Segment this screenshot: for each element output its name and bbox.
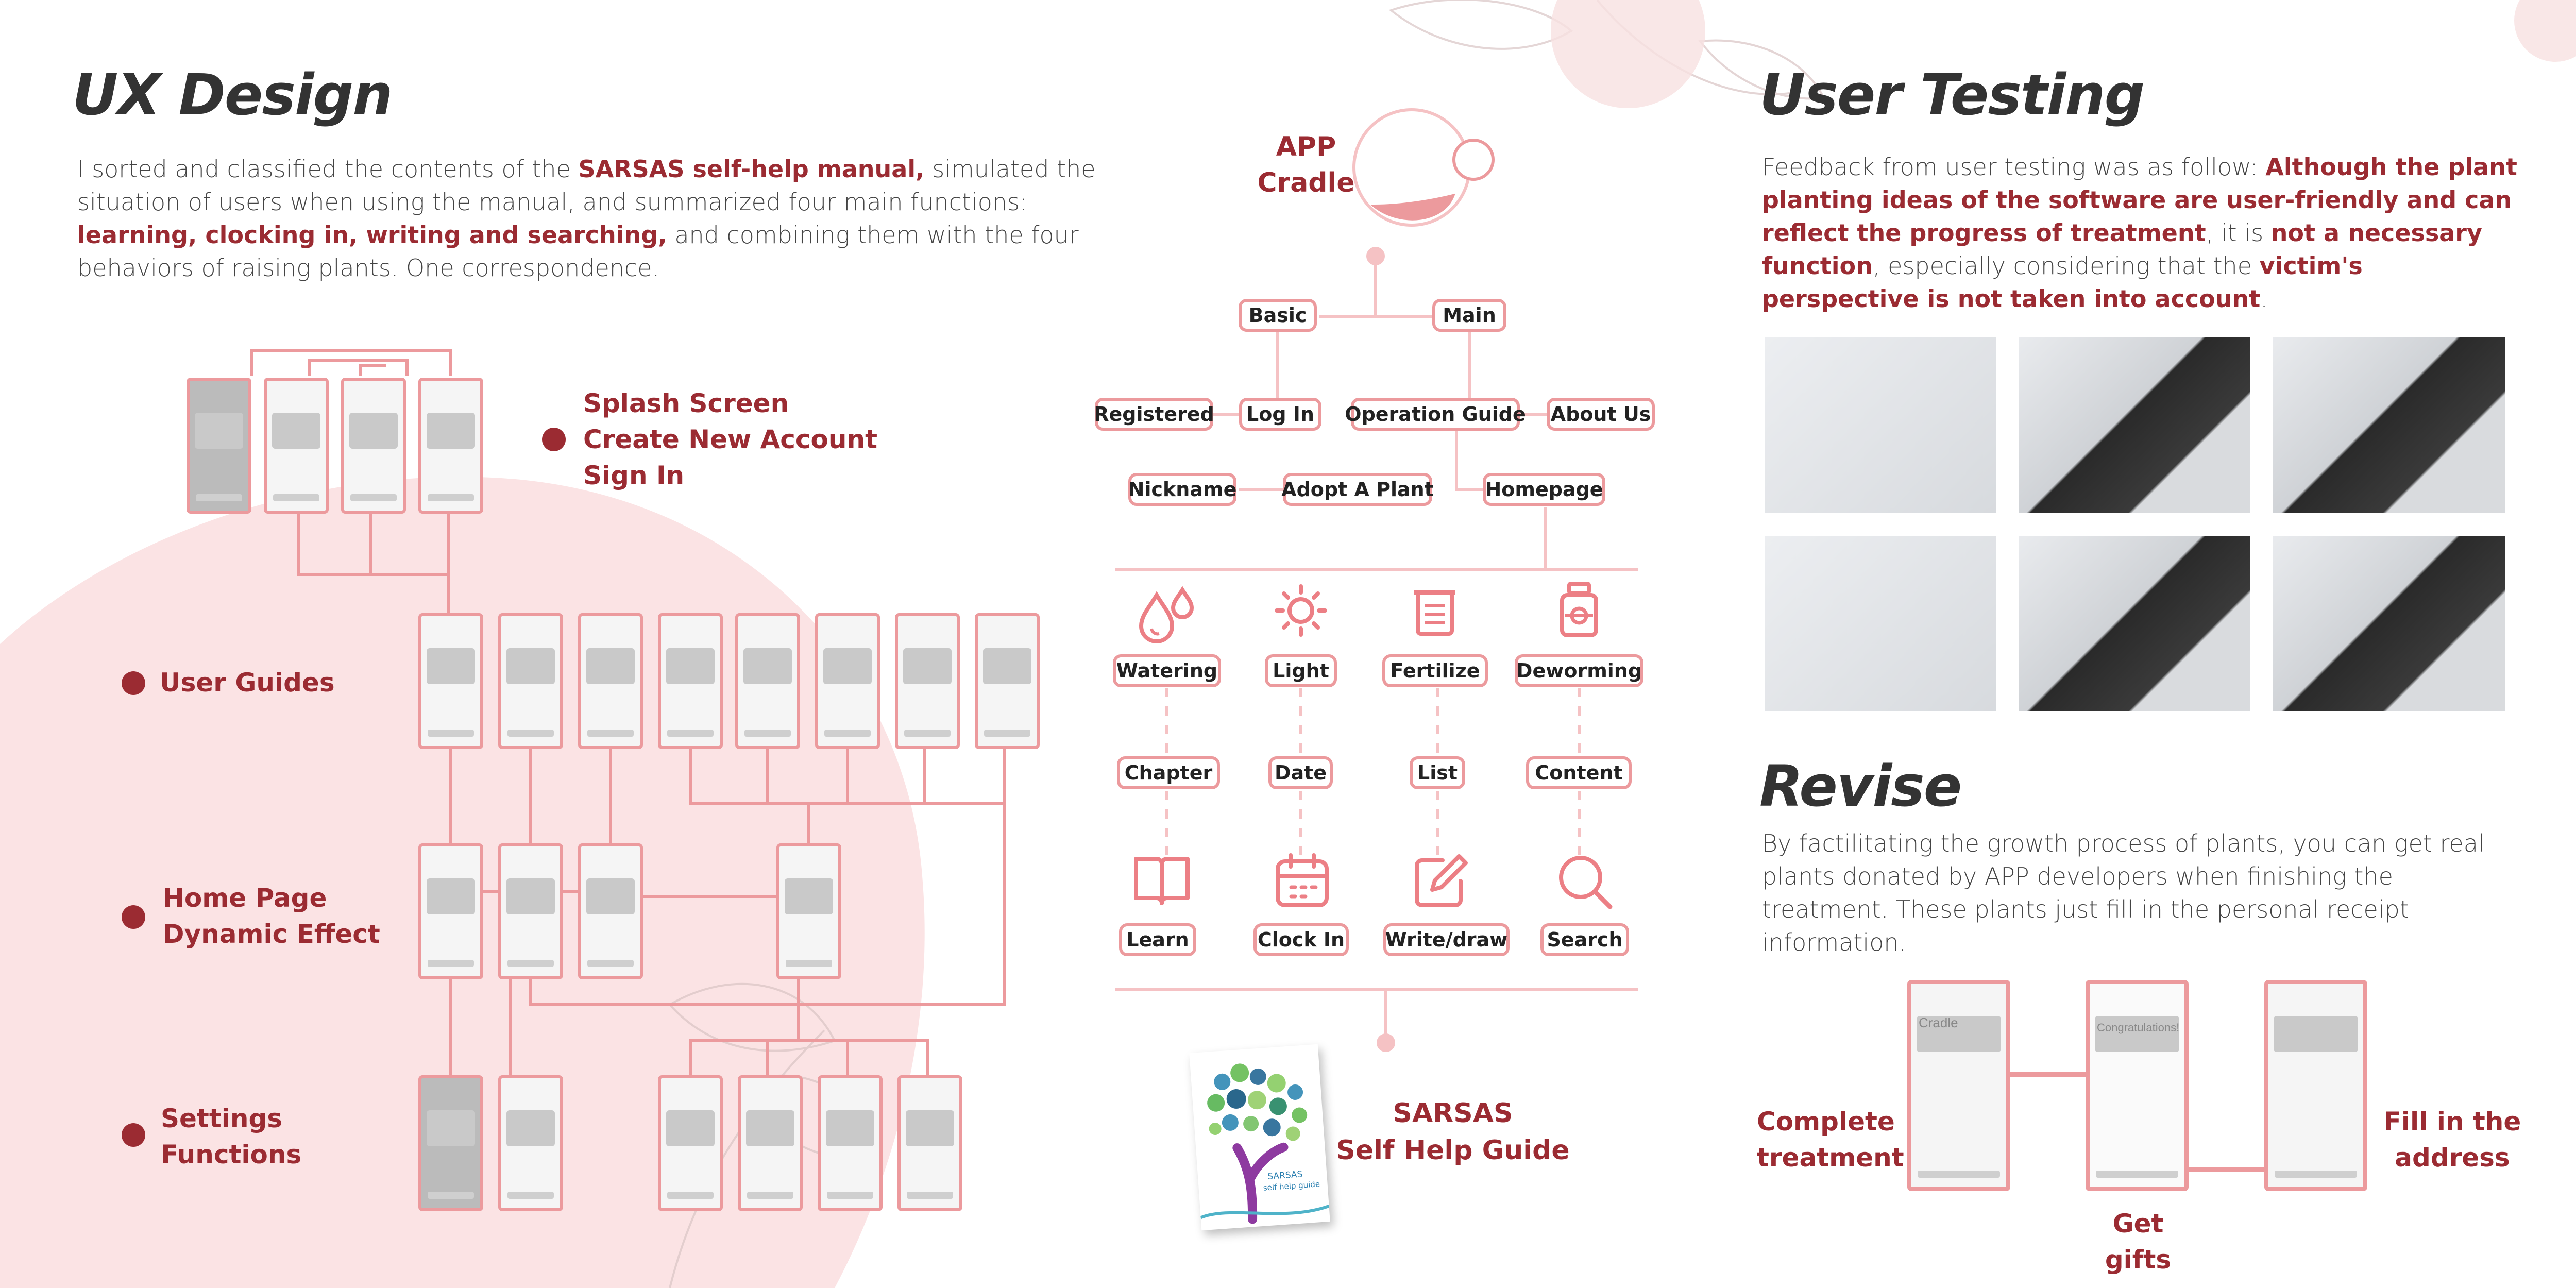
wireframe-guide-screen [735, 613, 800, 749]
node-content-type: Date [1268, 756, 1333, 789]
node-function: Clock In [1253, 923, 1349, 956]
revise-screen-congratulations: Congratulations! [2086, 980, 2189, 1191]
node-nickname: Nickname [1128, 473, 1236, 506]
self-help-guide-label: SARSAS Self Help Guide [1336, 1098, 1570, 1166]
testing-photo [1765, 536, 1996, 711]
self-help-guide-cover: SARSAS self help guide [1189, 1044, 1330, 1231]
body-text: I sorted and classified the contents of … [77, 155, 579, 183]
user-testing-feedback: Feedback from user testing was as follow… [1762, 150, 2519, 315]
label-fill-address: Fill in the address [2383, 1107, 2521, 1173]
sun-icon [1275, 584, 1327, 637]
highlight-text: SARSAS self-help manual, [578, 155, 925, 183]
ux-design-title: UX Design [72, 62, 393, 128]
water-drops-icon [1139, 586, 1194, 643]
wireframe-settings-screen [418, 1075, 483, 1211]
calendar-icon [1276, 853, 1329, 907]
wireframe-home-screen [418, 843, 483, 979]
wireframe-settings-screen [818, 1075, 883, 1211]
wireframe-guide-screen [658, 613, 723, 749]
node-registered: Registered [1094, 398, 1214, 431]
body-text: and combining them with the four behavio… [77, 221, 1079, 282]
body-text: simulated the situation of users when us… [77, 155, 1096, 216]
wireframe-screen [418, 378, 483, 514]
fertilizer-icon [1414, 590, 1455, 636]
testing-photo [1765, 337, 1996, 513]
node-function: Search [1540, 923, 1629, 956]
edit-icon [1415, 854, 1468, 907]
node-operation-guide: Operation Guide [1345, 398, 1526, 431]
wireframe-guide-screen [895, 613, 960, 749]
label-get-gifts: Get gifts [2105, 1209, 2172, 1275]
wireframe-home-screen [498, 843, 563, 979]
wireframe-home-screen [578, 843, 643, 979]
body-text: , it is [2206, 219, 2271, 247]
testing-photo [2273, 536, 2505, 711]
revise-screen-title: Cradle [1919, 1015, 1958, 1030]
app-label: APP Cradle [1257, 131, 1355, 198]
wireframe-screen [341, 378, 406, 514]
revise-text: By factilitating the growth process of p… [1762, 829, 2485, 956]
wireframe-settings-screen [658, 1075, 723, 1211]
flow-bullet [122, 1123, 145, 1147]
node-content-type: Chapter [1117, 756, 1220, 789]
book-icon [1134, 857, 1190, 905]
testing-photo [2019, 536, 2250, 711]
wireframe-settings-screen [897, 1075, 962, 1211]
label-complete-treatment: Complete treatment [1757, 1107, 1904, 1173]
tree-illustration: SARSAS self help guide [1200, 1063, 1330, 1224]
guide-cover-title: SARSAS [1267, 1169, 1303, 1182]
highlight-text: victim's perspective is not taken into a… [1762, 252, 2363, 313]
node-care-action: Fertilize [1382, 654, 1488, 687]
flow-bullet [122, 905, 145, 929]
revise-screen-title: Congratulations! [2097, 1021, 2180, 1034]
wireframe-guide-screen [498, 613, 563, 749]
search-icon [1559, 856, 1613, 909]
testing-photo [2019, 337, 2250, 513]
flow-bullet [542, 428, 566, 451]
node-care-action: Watering [1113, 654, 1221, 687]
node-homepage: Homepage [1483, 473, 1605, 506]
revise-screen-cradle: Cradle [1907, 980, 2010, 1191]
node-about-us: About Us [1547, 398, 1655, 431]
highlight-text: Although the plant planting ideas of the… [1762, 153, 2517, 247]
user-testing-title: User Testing [1759, 62, 2145, 128]
body-text: , especially considering that the [1872, 252, 2260, 280]
node-care-action: Light [1265, 654, 1337, 687]
wireframe-settings-screen [738, 1075, 803, 1211]
node-function: Learn [1119, 923, 1196, 956]
body-text: Feedback from user testing was as follow… [1762, 153, 2266, 181]
node-care-action: Deworming [1515, 654, 1643, 687]
revise-screen-address [2264, 980, 2367, 1191]
node-log-in: Log In [1239, 398, 1321, 431]
node-content-type: Content [1526, 756, 1632, 789]
testing-photo [2273, 337, 2505, 513]
highlight-text: not a necessary function [1762, 219, 2482, 280]
body-text: . [2260, 285, 2268, 313]
wireframe-guide-screen [418, 613, 483, 749]
flow-label-home: Home Page Dynamic Effect [163, 883, 380, 949]
ux-design-intro: I sorted and classified the contents of … [77, 152, 1097, 284]
revise-title: Revise [1759, 753, 1962, 819]
wireframe-settings-screen [498, 1075, 563, 1211]
flow-bullet [122, 671, 145, 695]
wireframe-guide-screen [975, 613, 1040, 749]
deworming-bottle-icon [1560, 582, 1598, 637]
wireframe-guide-screen [578, 613, 643, 749]
wireframe-splash-screen [187, 378, 251, 514]
flow-label-settings: Settings Functions [161, 1104, 302, 1170]
wireframe-home-screen [776, 843, 841, 979]
wireframe-screen [264, 378, 329, 514]
node-basic: Basic [1239, 299, 1317, 332]
flow-label-splash: Splash Screen Create New Account Sign In [583, 388, 877, 490]
node-function: Write/draw [1383, 923, 1510, 956]
node-main: Main [1432, 299, 1506, 332]
node-content-type: List [1410, 756, 1465, 789]
flow-label-user-guides: User Guides [160, 668, 335, 698]
node-adopt-a-plant: Adopt A Plant [1281, 473, 1434, 506]
highlight-text: learning, clocking in, writing and searc… [77, 221, 667, 249]
wireframe-guide-screen [815, 613, 880, 749]
